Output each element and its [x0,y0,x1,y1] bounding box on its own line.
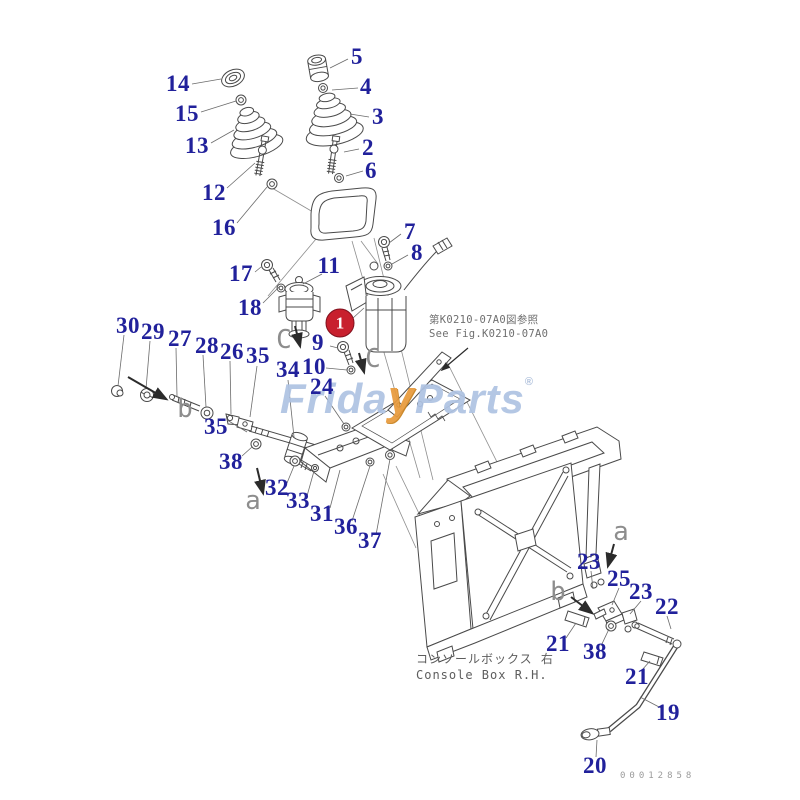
reference-note: 第K0210-07A0図参照 See Fig.K0210-07A0 [429,313,548,341]
nut-4 [318,83,328,93]
lever-rod-19 [607,639,682,733]
pilot-valve-11 [278,276,321,339]
see-fig-bar [387,351,452,418]
reference-note-jp: 第K0210-07A0図参照 [429,314,539,326]
handle-20 [580,726,611,741]
clip-23-left [583,558,605,589]
leader-lines [117,58,672,758]
lever-2 [326,135,341,175]
clip-23-right [621,608,639,633]
washer-18 [276,283,286,293]
reference-note-en: See Fig.K0210-07A0 [429,328,549,341]
boot-13 [230,106,284,159]
nut-38-right [605,620,617,632]
nut-28 [200,406,214,420]
cap-14 [221,68,245,88]
nut-38-left [250,438,262,450]
pilot-valve-1 [345,237,453,353]
lever-12 [254,135,270,177]
bolt-32 [289,455,314,472]
nut-16 [266,178,278,190]
cap-24 [341,422,351,432]
nut-36 [365,457,375,467]
pin-21-left [564,610,590,628]
pin-21-right [640,651,664,667]
knob-5 [307,54,329,83]
pin-27 [169,394,201,412]
nut-6 [334,173,344,183]
nut-8 [383,261,393,271]
see-fig-arrow [440,347,469,372]
drawing-serial-number: 00012858 [620,771,696,781]
rod-22 [634,622,675,646]
bolt-9 [337,341,354,366]
console-box [414,426,622,663]
direction-arrows [127,325,618,615]
nut-15 [235,94,247,106]
callout-badge-1: 1 [325,308,355,338]
cap-30 [111,385,124,397]
callout-badge-number: 1 [335,313,345,332]
ring-plate [310,187,377,241]
boot-3 [305,92,364,147]
caption-en: Console Box R.H. [416,667,548,682]
sleeve-34 [283,431,308,466]
diagram-caption: コンソールボックス 右 Console Box R.H. [416,652,554,683]
bolt-17 [261,259,281,283]
nut-37 [385,450,395,460]
fitting-26 [225,413,242,426]
washer-33 [311,464,319,472]
bolt-7 [378,236,391,262]
washer-10 [346,365,356,375]
caption-jp: コンソールボックス 右 [416,652,554,666]
